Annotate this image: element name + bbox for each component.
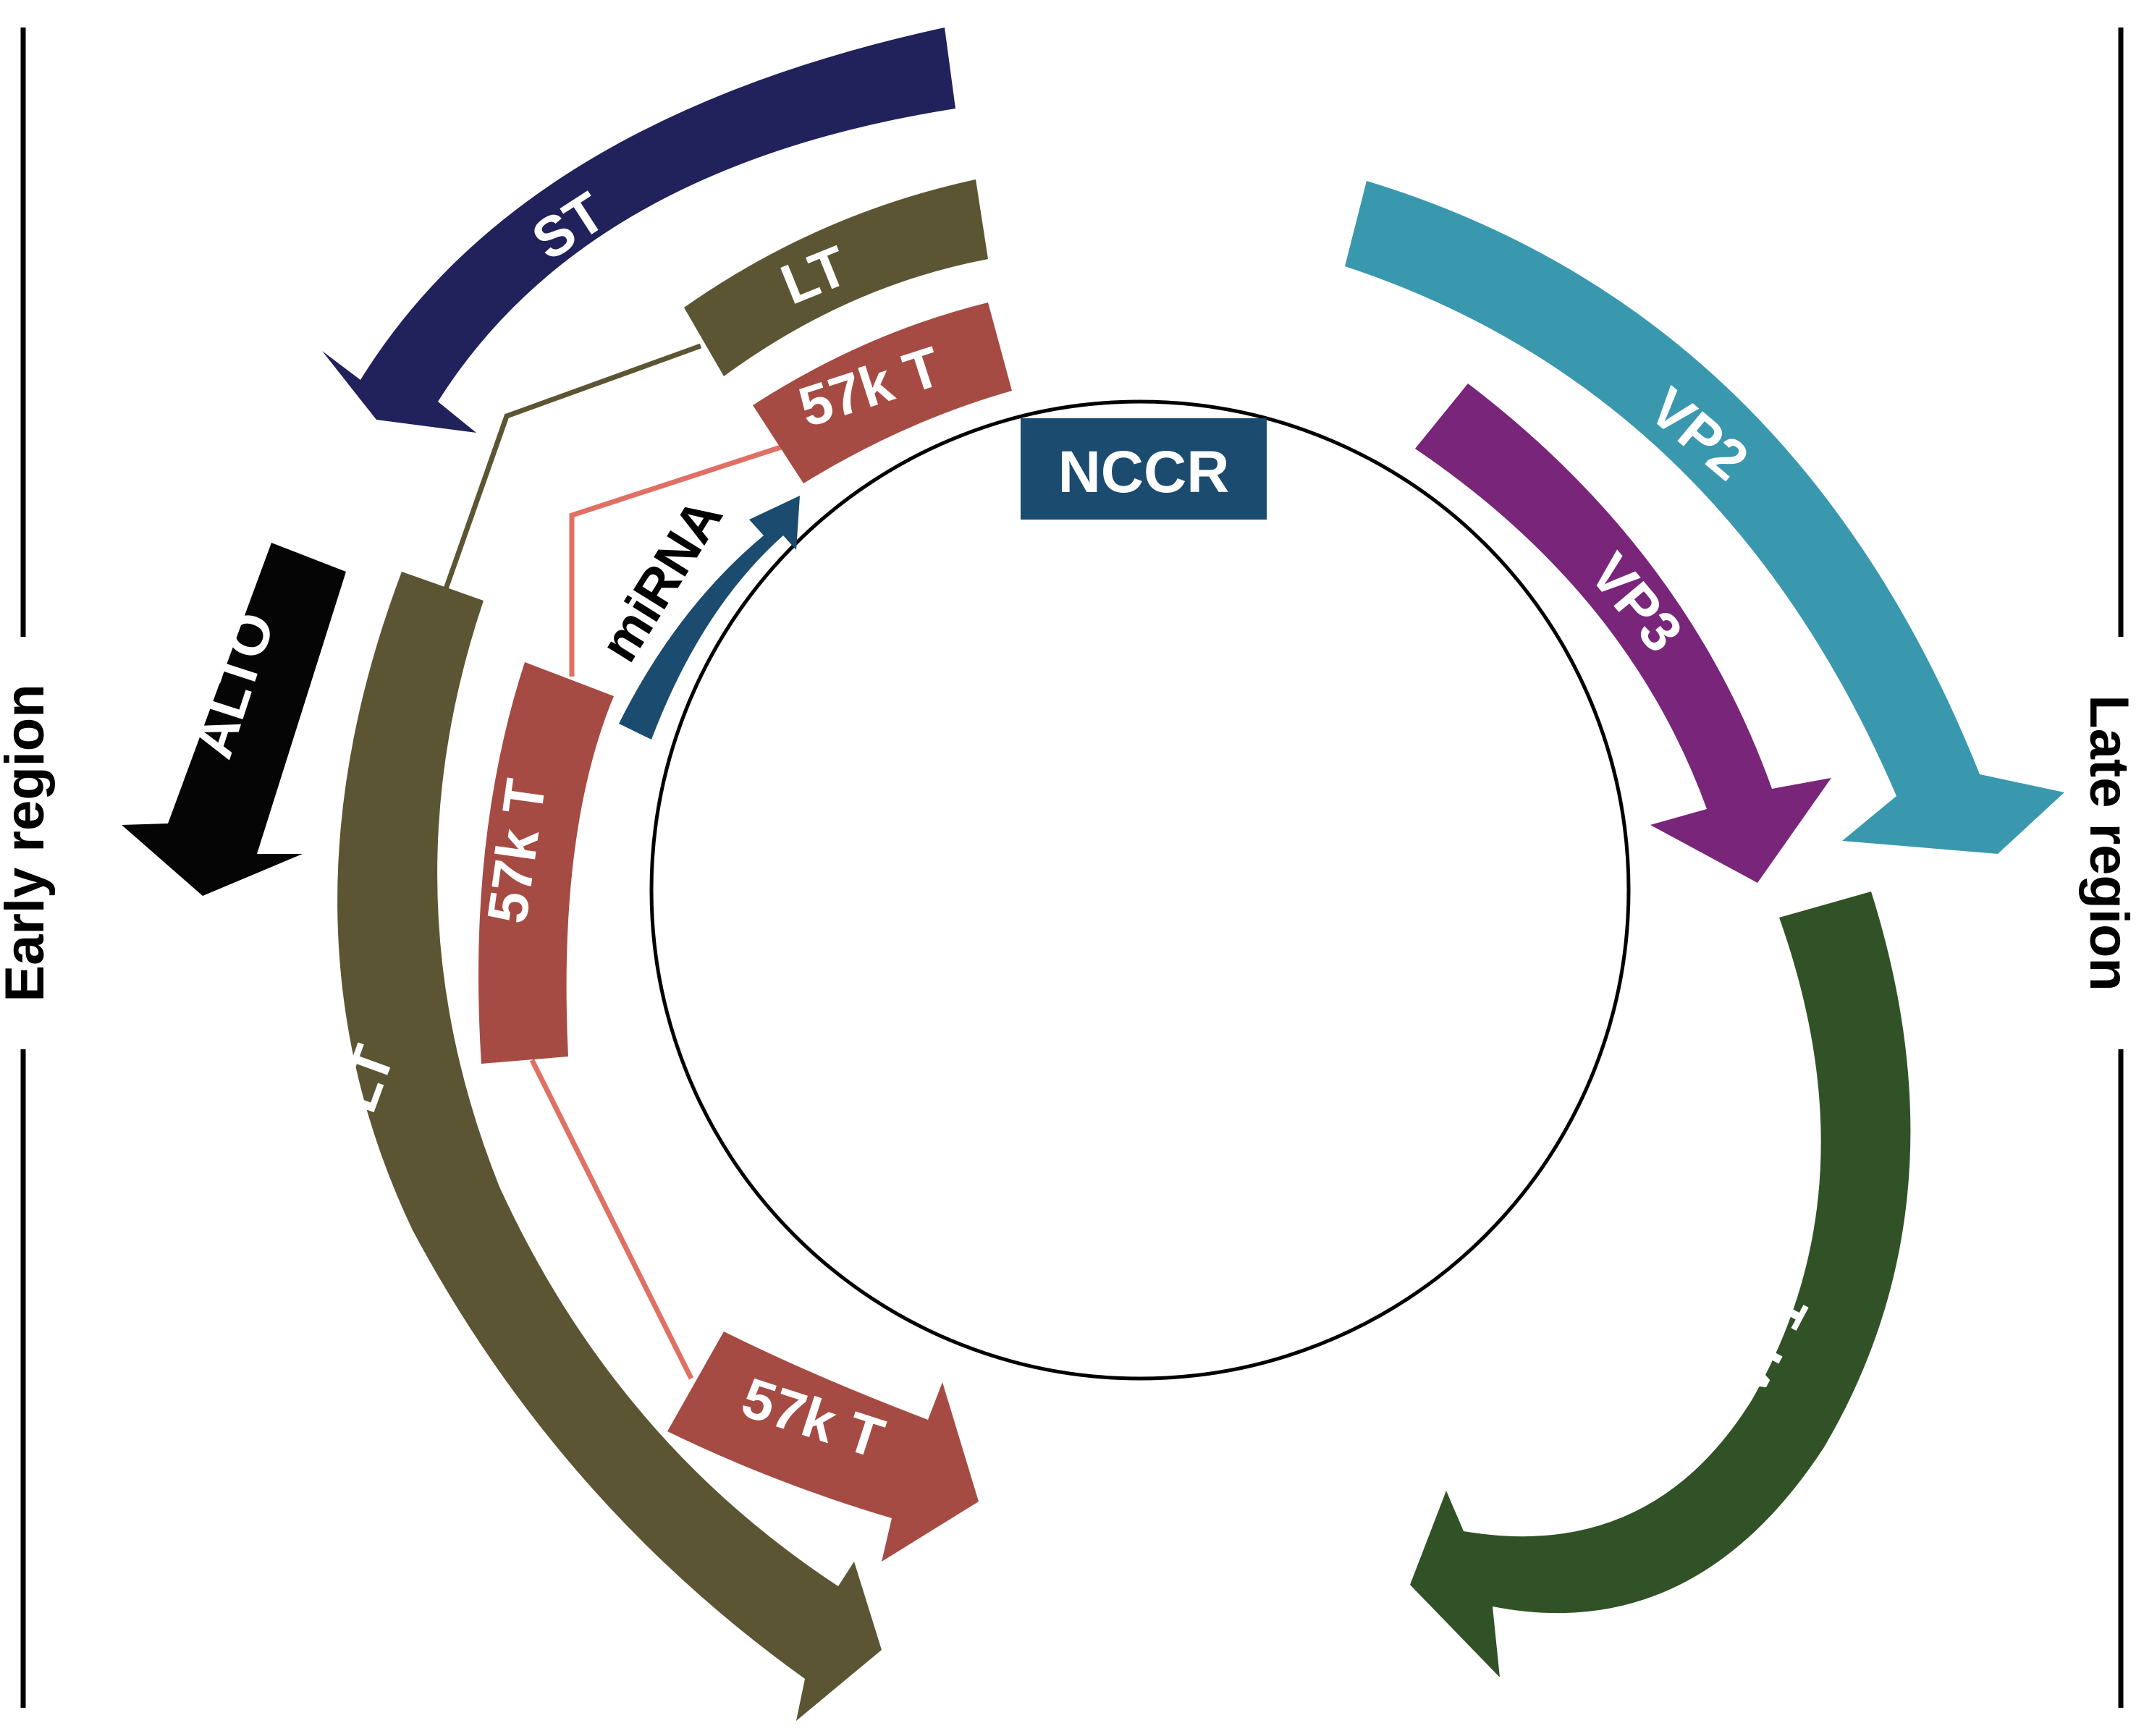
mirna-arrow: miRNA (588, 488, 800, 740)
alto-gene-arrow: ALTO (122, 543, 346, 896)
t57-splice-connector-upper (569, 442, 789, 677)
t57-exon1-block: 57k T (753, 302, 1012, 483)
st-gene-arrow: ST (322, 27, 955, 433)
mirna-label: miRNA (588, 488, 734, 672)
t57-exon3-arrow: 57k T (667, 1331, 979, 1562)
lt-exon2-arrow: LT (324, 572, 882, 1721)
nccr-box: NCCR (1021, 418, 1267, 520)
lt-exon1-block: LT (684, 179, 988, 376)
late-region-label: Late region (2078, 695, 2140, 991)
lt-splice-connector (440, 343, 702, 598)
t57-splice-connector-lower (529, 1059, 694, 1380)
early-region-label: Early region (0, 684, 56, 1002)
vp1-gene-arrow: VP1 (1410, 892, 1911, 1677)
t57-exon2-block: 57k T (475, 662, 614, 1064)
nccr-label: NCCR (1058, 439, 1230, 505)
genome-circle (649, 399, 1631, 1381)
